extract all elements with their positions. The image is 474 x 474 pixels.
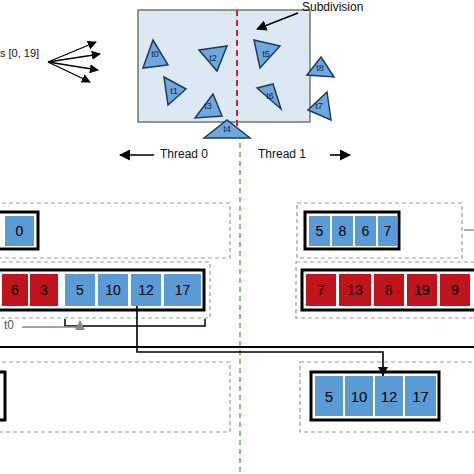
group-frame: [296, 262, 474, 318]
array-cell: 8: [374, 274, 404, 306]
transfer-connector: [137, 306, 388, 376]
cell-value: 6: [362, 223, 370, 239]
triangle-shape: t4: [202, 118, 252, 140]
group-frame: [297, 203, 462, 258]
triangle-shape: t1: [160, 75, 188, 107]
cell-value: 7: [317, 282, 325, 298]
triangle-label: t1: [160, 86, 188, 96]
array-cell: 6: [355, 216, 376, 246]
array-cell: 5: [65, 274, 95, 306]
array-cell: 7: [378, 216, 397, 246]
annotation-label: Thread 0: [160, 147, 208, 161]
range-bracket: [65, 319, 205, 326]
stage-divider: [0, 346, 474, 348]
direction-arrow: [120, 154, 154, 156]
frame-stub: [464, 229, 474, 230]
ray-arrow: [48, 42, 96, 62]
triangle-label: t0: [140, 49, 170, 59]
triangle-shape: t3: [193, 92, 223, 120]
cell-value: 0: [16, 223, 24, 239]
ray-arrow: [48, 62, 90, 82]
array-cell: 9: [440, 274, 470, 306]
annotation-label: Thread 1: [258, 147, 306, 161]
group-frame: [300, 362, 474, 432]
triangle-label: t4: [202, 124, 252, 134]
triangle-shape: t8: [305, 55, 335, 80]
subdivision-line: [236, 10, 238, 130]
cell-value: 3: [40, 282, 48, 298]
array-cell: 12: [375, 376, 403, 416]
annotation-label: Subdivision: [302, 0, 363, 14]
triangle-label: t2: [197, 53, 229, 63]
triangle-label: t6: [255, 91, 285, 101]
array-frame: [302, 270, 474, 310]
annotation-label: s [0, 19]: [0, 47, 39, 59]
cell-value: 6: [11, 282, 19, 298]
pointer-arrow: [22, 321, 80, 327]
cell-value: 19: [414, 282, 430, 298]
cell-value: 5: [316, 223, 324, 239]
triangle-shape: t2: [197, 44, 229, 72]
array-cell: 0: [5, 216, 34, 246]
triangle-shape: t5: [250, 38, 282, 70]
array-cell: 7: [306, 274, 336, 306]
array-cell: 6: [2, 274, 28, 306]
array-frame: [311, 372, 439, 420]
triangle-shape: t0: [140, 38, 170, 70]
annotation-label: t0: [4, 318, 14, 332]
group-frame: [0, 362, 230, 432]
array-cell: 17: [164, 274, 201, 306]
group-frame: [0, 262, 210, 318]
array-cell: 10: [98, 274, 128, 306]
cell-value: 17: [412, 388, 429, 405]
subdivision-pointer: [257, 13, 298, 29]
cell-value: 10: [105, 282, 121, 298]
triangle-shape: t6: [255, 82, 285, 110]
cell-value: 12: [138, 282, 154, 298]
array-cell: 10: [345, 376, 373, 416]
array-cell: 8: [332, 216, 353, 246]
triangle-label: t3: [193, 101, 223, 111]
cell-value: 13: [347, 282, 363, 298]
cell-value: 8: [385, 282, 393, 298]
array-frame: [305, 212, 399, 249]
scene-rect: [138, 10, 310, 122]
direction-arrow: [330, 154, 350, 156]
cell-value: 12: [381, 388, 398, 405]
cell-value: 5: [325, 388, 333, 405]
array-cell: 12: [131, 274, 161, 306]
triangle-shape: t7: [305, 90, 333, 122]
array-cell: 5: [315, 376, 343, 416]
triangle-label: t8: [305, 63, 335, 73]
cell-value: 7: [384, 223, 392, 239]
cell-value: 5: [76, 282, 84, 298]
array-cell: 17: [405, 376, 436, 416]
cell-value: 8: [339, 223, 347, 239]
group-frame: [0, 203, 230, 258]
array-frame: [0, 270, 204, 310]
thread-split-line: [239, 134, 241, 474]
array-cell: 5: [309, 216, 330, 246]
array-frame: [0, 212, 38, 249]
cell-value: 17: [175, 282, 191, 298]
cell-value: 9: [451, 282, 459, 298]
array-frame: [0, 372, 5, 420]
array-cell: 3: [30, 274, 58, 306]
ray-arrow: [48, 54, 100, 62]
array-cell: 19: [407, 274, 437, 306]
triangle-label: t7: [305, 101, 333, 111]
cell-value: 10: [351, 388, 368, 405]
array-cell: 13: [339, 274, 371, 306]
triangle-label: t5: [250, 49, 282, 59]
